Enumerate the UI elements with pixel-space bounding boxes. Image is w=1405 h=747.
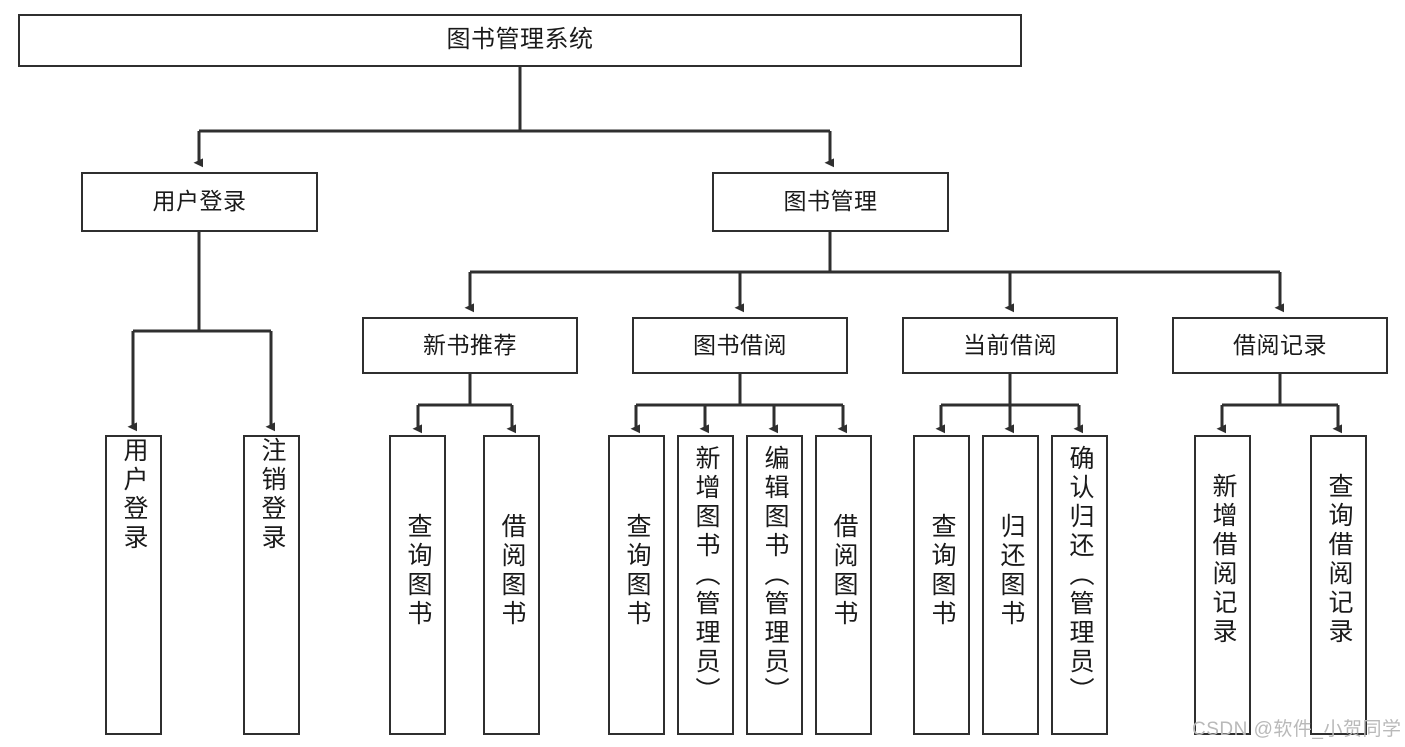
node-leaf-return-book[interactable]: 归还图书 bbox=[982, 435, 1039, 735]
node-label: 查询图书 bbox=[404, 513, 432, 629]
node-label: 新增图书（管理员） bbox=[692, 445, 720, 706]
node-leaf-user-login[interactable]: 用户登录 bbox=[105, 435, 162, 735]
node-label: 编辑图书（管理员） bbox=[761, 445, 789, 706]
node-book-management[interactable]: 图书管理 bbox=[712, 172, 949, 232]
node-label: 用户登录 bbox=[152, 188, 247, 215]
node-book-borrow[interactable]: 图书借阅 bbox=[632, 317, 848, 374]
node-leaf-borrow-book-recommend[interactable]: 借阅图书 bbox=[483, 435, 540, 735]
node-user-login[interactable]: 用户登录 bbox=[81, 172, 318, 232]
node-leaf-add-borrow-record[interactable]: 新增借阅记录 bbox=[1194, 435, 1251, 735]
node-root-book-management-system[interactable]: 图书管理系统 bbox=[18, 14, 1022, 67]
csdn-watermark: CSDN @软件_小贺同学 bbox=[1192, 719, 1402, 740]
node-leaf-query-book-current[interactable]: 查询图书 bbox=[913, 435, 970, 735]
node-label: 查询图书 bbox=[623, 513, 651, 629]
node-label: 确认归还（管理员） bbox=[1066, 445, 1094, 706]
node-leaf-query-book-borrow[interactable]: 查询图书 bbox=[608, 435, 665, 735]
node-label: 归还图书 bbox=[997, 513, 1025, 629]
node-label: 图书管理系统 bbox=[446, 26, 594, 54]
node-label: 图书借阅 bbox=[693, 331, 787, 358]
node-label: 当前借阅 bbox=[963, 331, 1057, 358]
node-label: 新书推荐 bbox=[423, 331, 517, 358]
node-current-borrow[interactable]: 当前借阅 bbox=[902, 317, 1118, 374]
node-label: 图书管理 bbox=[783, 188, 878, 215]
node-label: 查询借阅记录 bbox=[1325, 473, 1353, 647]
node-label: 借阅记录 bbox=[1233, 331, 1327, 358]
node-label: 借阅图书 bbox=[830, 513, 858, 629]
node-label: 新增借阅记录 bbox=[1209, 473, 1237, 647]
node-new-book-recommend[interactable]: 新书推荐 bbox=[362, 317, 578, 374]
node-leaf-logout-login[interactable]: 注销登录 bbox=[243, 435, 300, 735]
node-leaf-confirm-return[interactable]: 确认归还（管理员） bbox=[1051, 435, 1108, 735]
node-leaf-query-book-recommend[interactable]: 查询图书 bbox=[389, 435, 446, 735]
node-borrow-record[interactable]: 借阅记录 bbox=[1172, 317, 1388, 374]
node-leaf-borrow-book[interactable]: 借阅图书 bbox=[815, 435, 872, 735]
node-label: 注销登录 bbox=[258, 437, 286, 553]
node-label: 查询图书 bbox=[928, 513, 956, 629]
node-leaf-query-borrow-record[interactable]: 查询借阅记录 bbox=[1310, 435, 1367, 735]
node-label: 用户登录 bbox=[120, 437, 148, 553]
node-label: 借阅图书 bbox=[498, 513, 526, 629]
node-leaf-add-book[interactable]: 新增图书（管理员） bbox=[677, 435, 734, 735]
node-leaf-edit-book[interactable]: 编辑图书（管理员） bbox=[746, 435, 803, 735]
